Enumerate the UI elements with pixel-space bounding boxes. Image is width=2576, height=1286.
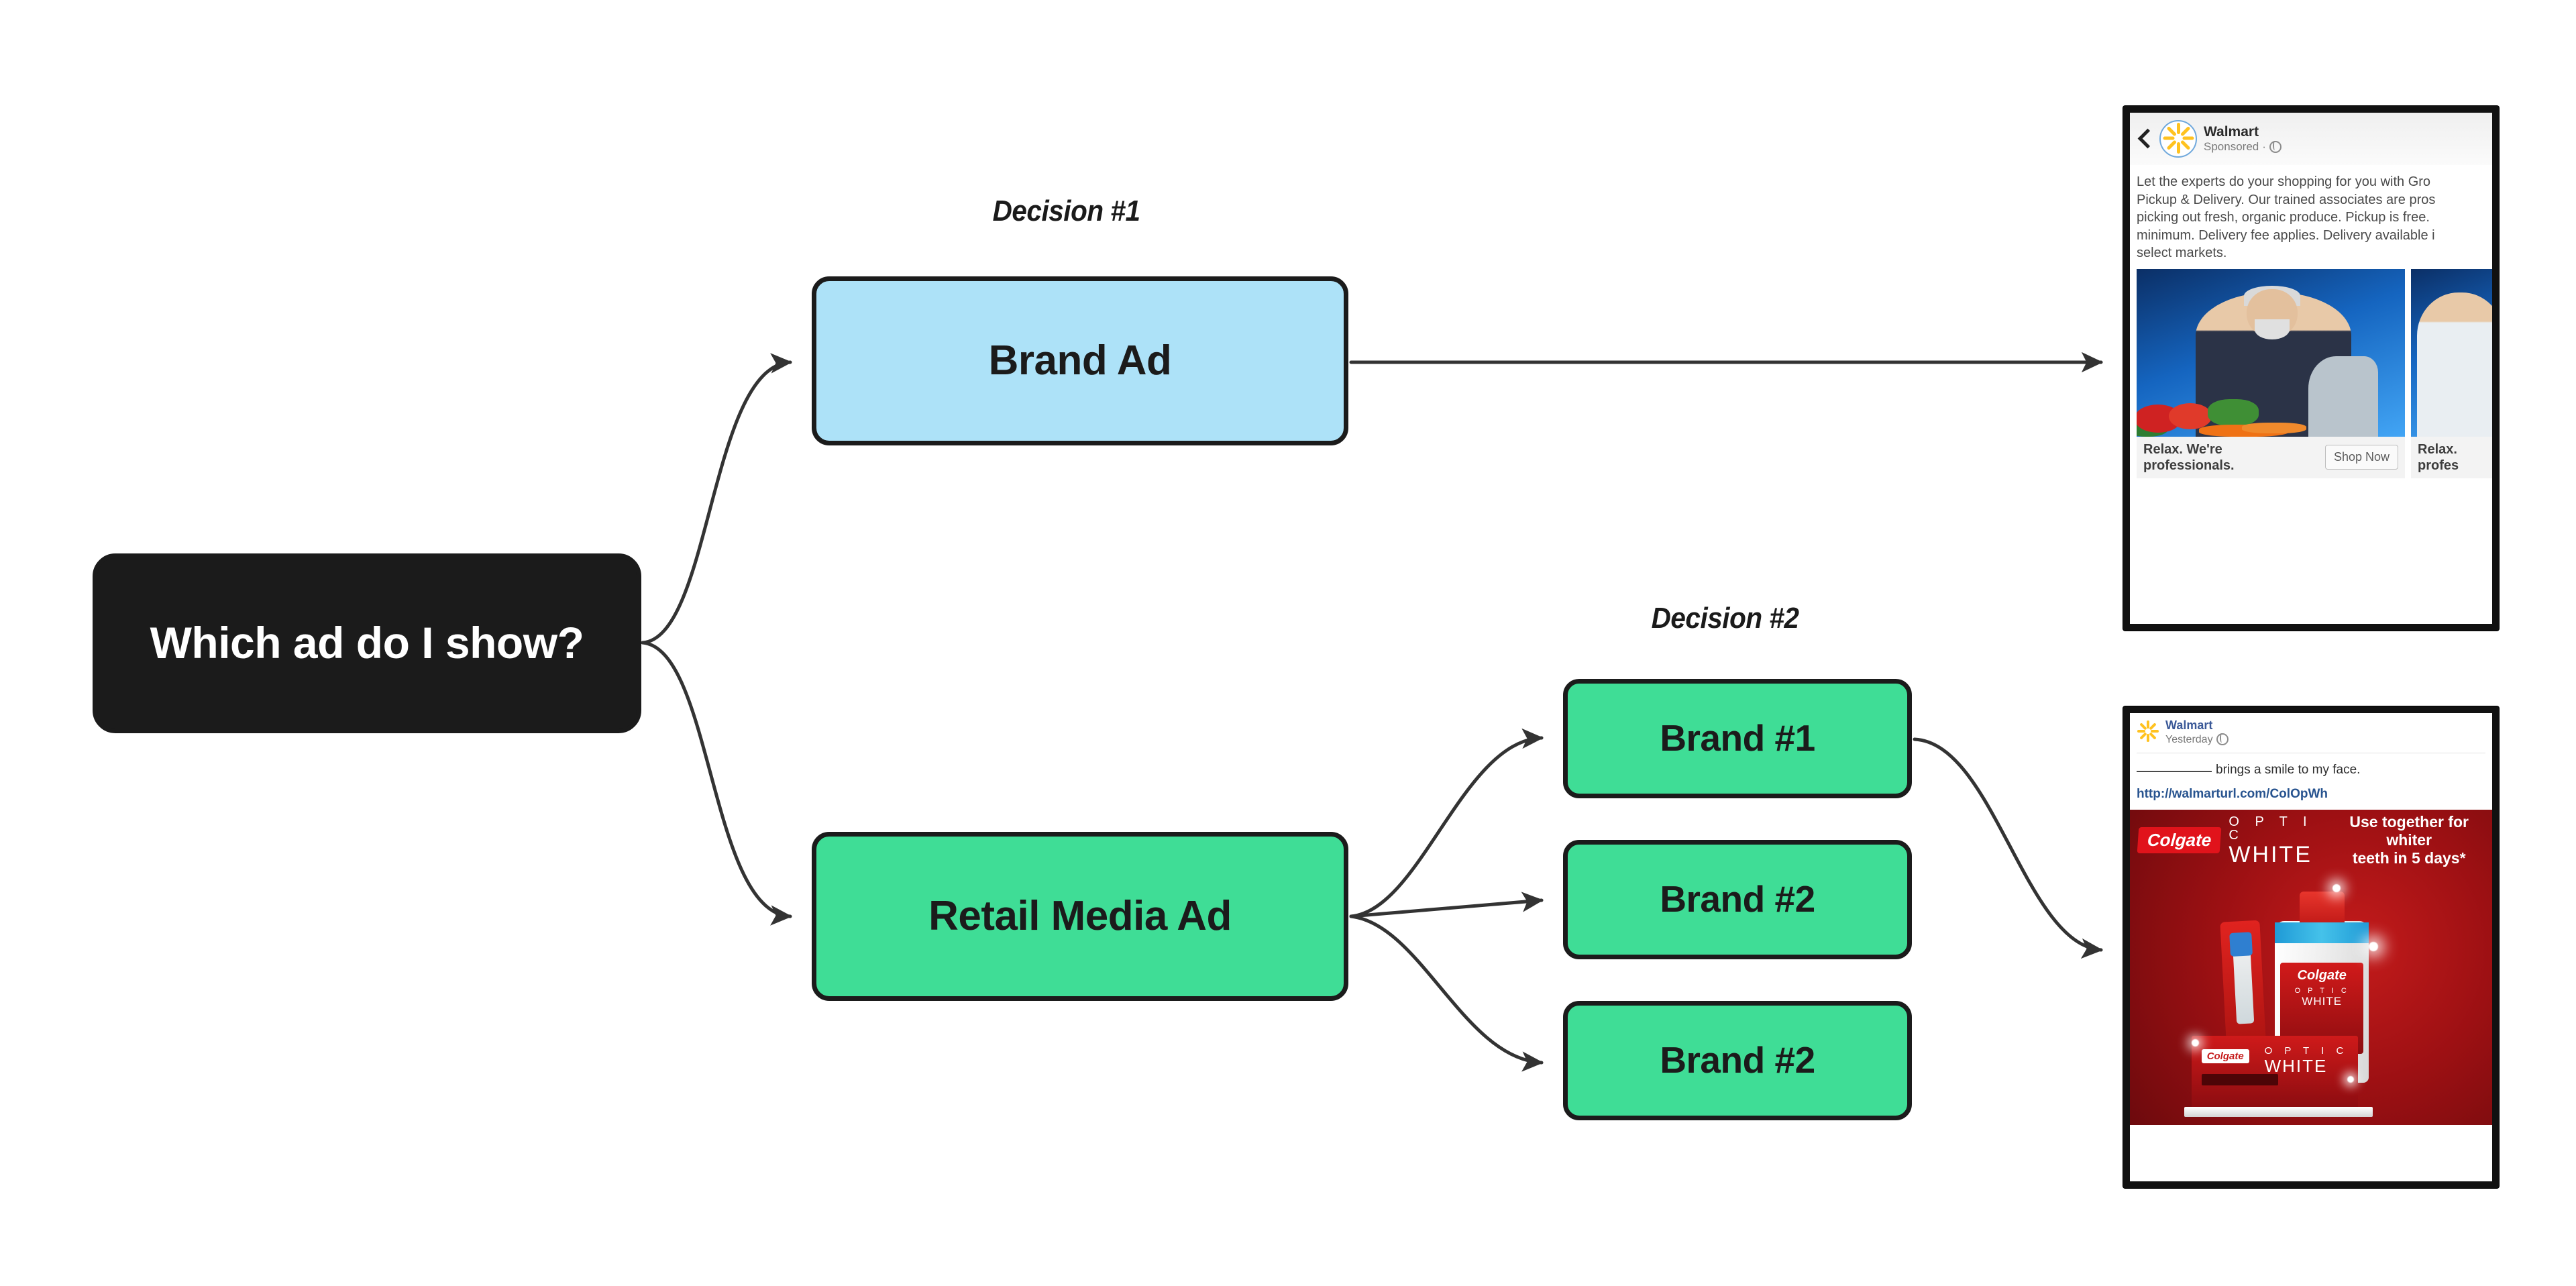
node-brand-ad[interactable]: Brand Ad [812,276,1348,445]
node-brand-3-label: Brand #2 [1660,1039,1815,1081]
chevron-left-icon[interactable] [2135,127,2153,151]
colgate-logo: Colgate [2137,827,2222,854]
colgate-post-text: brings a smile to my face. [2130,753,2492,782]
bottle-optic-text: O P T I C [2294,987,2349,996]
walmart-body-line-5: select markets. [2137,246,2227,261]
edge-retail-to-brand-2 [1349,892,1544,918]
node-brand-3[interactable]: Brand #2 [1563,1001,1912,1120]
colgate-product-stage: Colgate O P T I C WHITE Colgate O P T I … [2130,863,2492,1125]
walmart-page-name: Walmart [2204,123,2259,140]
node-brand-2-label: Brand #2 [1660,878,1815,920]
carton-optic-text: O P T I C [2264,1045,2349,1057]
edge-root-to-brand-ad [641,353,792,645]
edge-retail-to-brand-1 [1349,728,1544,918]
colgate-ad-meta: Walmart Yesterday [2165,718,2229,746]
carousel-card-2-image [2411,268,2492,437]
carton-brand-badge: Colgate [2201,1049,2249,1063]
sparkle-icon [2347,1076,2354,1083]
globe-icon [2216,733,2229,746]
walmart-body-line-4: minimum. Delivery fee applies. Delivery … [2137,227,2435,243]
optic-text: O P T I C [2229,814,2313,843]
walmart-body-line-3: picking out fresh, organic produce. Pick… [2137,210,2430,225]
product-shelf-glow [2184,1106,2373,1118]
shop-now-button[interactable]: Shop Now [2324,445,2398,470]
carousel-card-2[interactable]: Relax. profes [2411,268,2492,478]
walmart-ad-carousel[interactable]: Relax. We're professionals. Shop Now Rel… [2130,268,2492,478]
sponsored-label: Sponsored [2204,140,2259,154]
sparkle-icon [2369,941,2379,951]
globe-icon [2269,141,2282,154]
edge-retail-to-brand-3 [1349,914,1544,1072]
colgate-creative-image[interactable]: Colgate O P T I C WHITE Use together for… [2130,809,2492,1125]
post-timestamp: Yesterday [2165,733,2213,745]
node-retail-media-ad[interactable]: Retail Media Ad [812,832,1348,1001]
walmart-ad-body-text: Let the experts do your shopping for you… [2130,165,2492,269]
walmart-ad-meta: Walmart Sponsored · [2204,124,2282,154]
node-brand-1[interactable]: Brand #1 [1563,679,1912,798]
node-brand-ad-label: Brand Ad [988,337,1172,384]
colgate-page-name: Walmart [2165,718,2213,732]
node-retail-media-ad-label: Retail Media Ad [928,893,1232,940]
carousel-card-1[interactable]: Relax. We're professionals. Shop Now [2137,268,2405,478]
node-root-question[interactable]: Which ad do I show? [93,553,641,733]
colgate-post-copy: brings a smile to my face. [2216,762,2361,777]
edge-brand-1-to-colgate-ad [1913,737,2103,959]
decision-2-caption: Decision #2 [1651,602,1799,635]
colgate-retail-media-ad-screenshot[interactable]: Walmart Yesterday brings a smile to my f… [2123,706,2499,1188]
bottle-white-text: WHITE [2302,995,2343,1008]
colgate-timestamp-row: Yesterday [2165,733,2229,746]
carousel-card-2-headline: Relax. profes [2418,441,2459,473]
colgate-claim-text: Use together for whiter teeth in 5 days* [2349,813,2469,867]
colgate-toothpaste-carton: Colgate O P T I C WHITE [2191,1036,2359,1110]
walmart-brand-ad-screenshot[interactable]: Walmart Sponsored · Let the experts do y… [2123,106,2499,631]
walmart-body-line-1: Let the experts do your shopping for you… [2137,174,2431,189]
walmart-ad-header: Walmart Sponsored · [2130,113,2492,165]
white-text: WHITE [2229,841,2312,867]
decision-1-caption: Decision #1 [992,195,1140,227]
colgate-creative-topbar: Colgate O P T I C WHITE Use together for… [2130,810,2492,871]
node-root-label: Which ad do I show? [150,618,584,668]
carousel-card-2-caption-bar: Relax. profes [2411,436,2492,478]
dot-separator: · [2262,140,2266,154]
blank-fill-in-line [2137,770,2212,772]
carton-optic-white-wordmark: O P T I C WHITE [2265,1046,2349,1075]
sparkle-icon [2332,883,2341,892]
sparkle-icon [2191,1038,2199,1047]
colgate-ad-header: Walmart Yesterday [2130,713,2492,750]
colgate-ad-inner: Walmart Yesterday brings a smile to my f… [2130,713,2492,1181]
node-brand-2[interactable]: Brand #2 [1563,840,1912,959]
walmart-body-line-2: Pickup & Delivery. Our trained associate… [2137,192,2436,207]
walmart-ad-inner: Walmart Sponsored · Let the experts do y… [2130,113,2492,624]
colgate-post-link[interactable]: http://walmarturl.com/ColOpWh [2137,786,2328,801]
optic-white-wordmark: O P T I C WHITE [2229,815,2326,866]
walmart-spark-icon [2137,720,2159,743]
node-brand-1-label: Brand #1 [1660,717,1815,759]
walmart-spark-icon [2159,120,2197,158]
carton-white-text: WHITE [2264,1056,2328,1077]
walmart-sponsored-row: Sponsored · [2204,140,2282,154]
carousel-card-1-caption-bar: Relax. We're professionals. Shop Now [2137,436,2405,478]
carousel-card-1-headline: Relax. We're professionals. [2143,441,2235,473]
carousel-card-1-image [2137,268,2405,437]
edge-root-to-retail-media-ad [641,641,792,926]
bottle-brand-text: Colgate [2297,968,2347,983]
